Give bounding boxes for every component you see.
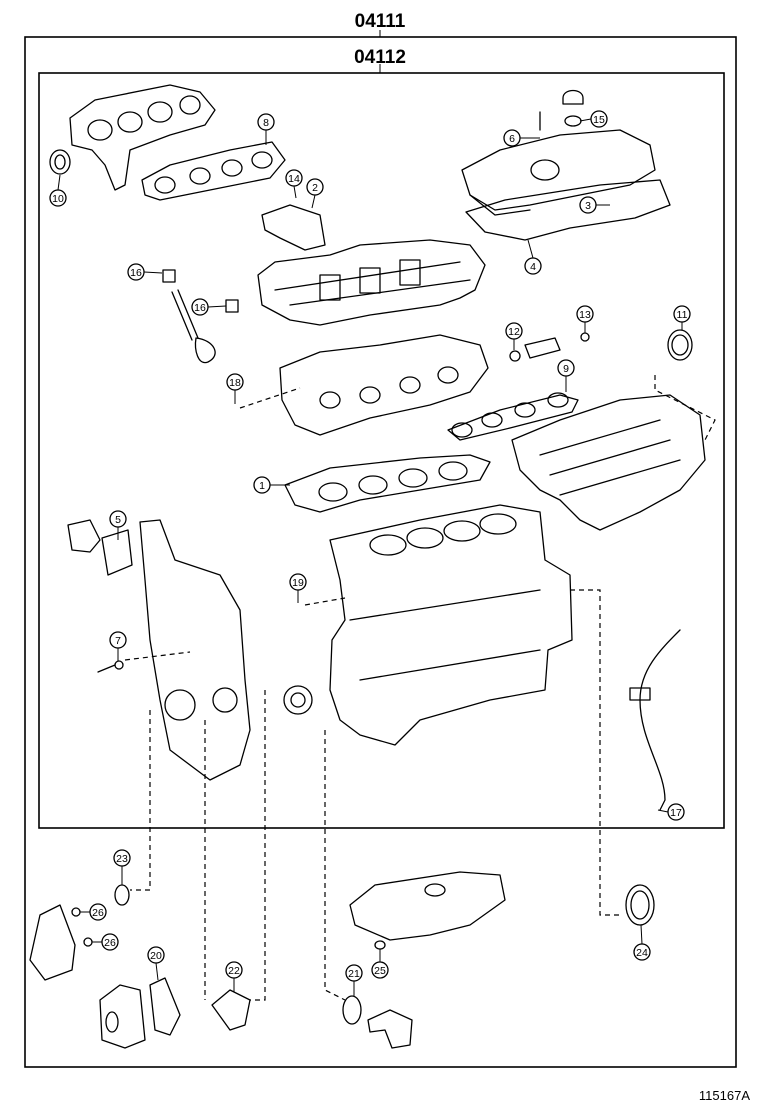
- oil-pan-part: [349, 871, 506, 941]
- crankshaft-seal-housing-part: [283, 685, 313, 715]
- callout-20: 20: [147, 946, 165, 981]
- callout-1: 1: [253, 476, 290, 494]
- callout-2: 2: [306, 178, 324, 209]
- callout-15: 15: [579, 110, 608, 128]
- water-pump-part: [99, 984, 146, 1049]
- callout-5: 5: [109, 510, 127, 540]
- oil-dipstick-guide-part: [629, 629, 681, 811]
- pump-gasket-20-part: [149, 977, 181, 1036]
- vvt-valve-part: [261, 204, 326, 251]
- svg-text:17: 17: [670, 807, 682, 819]
- inner-kit-code: 04112: [354, 47, 406, 68]
- cylinder-block-part: [329, 504, 573, 746]
- callout-26a: 26: [71, 903, 107, 921]
- svg-text:10: 10: [52, 193, 64, 205]
- callout-6: 6: [503, 129, 540, 147]
- svg-text:7: 7: [115, 635, 121, 647]
- intake-gasket-part: [447, 392, 579, 441]
- svg-text:18: 18: [229, 377, 241, 389]
- svg-text:25: 25: [374, 965, 386, 977]
- svg-text:15: 15: [593, 114, 605, 126]
- callout-8: 8: [257, 113, 275, 145]
- valve-cover-gasket-part: [465, 179, 671, 241]
- callout-16a: 16: [127, 263, 163, 281]
- callout-13: 13: [576, 305, 594, 333]
- water-inlet-part: [67, 519, 133, 576]
- seal-21-part: [342, 995, 362, 1025]
- callout-17: 17: [657, 803, 685, 821]
- svg-text:13: 13: [579, 309, 591, 321]
- injector-seal-part: [509, 332, 590, 362]
- svg-text:12: 12: [508, 326, 520, 338]
- callout-19: 19: [289, 573, 307, 603]
- oil-seal-10-part: [49, 149, 71, 175]
- svg-text:8: 8: [263, 117, 269, 129]
- callout-4: 4: [524, 239, 542, 275]
- svg-text:16: 16: [130, 267, 142, 279]
- callout-26b: 26: [83, 933, 119, 951]
- svg-text:11: 11: [677, 309, 688, 321]
- svg-text:26: 26: [104, 937, 116, 949]
- outer-kit-code: 04111: [355, 11, 406, 32]
- callout-12: 12: [505, 322, 523, 350]
- rear-oil-seal-24-part: [625, 884, 655, 926]
- callout-25: 25: [371, 940, 389, 979]
- cylinder-head-part: [279, 334, 489, 436]
- outer-kit-frame: [24, 36, 737, 1068]
- callout-10: 10: [49, 174, 67, 207]
- thermostat-housing-part: [29, 904, 76, 981]
- intake-valve-part: [162, 269, 239, 364]
- callout-24: 24: [633, 924, 651, 961]
- oil-strainer-part: [367, 1009, 413, 1049]
- timing-chain-cover-part: [139, 519, 251, 781]
- callout-7: 7: [109, 631, 127, 661]
- svg-text:26: 26: [92, 907, 104, 919]
- callout-14: 14: [285, 169, 303, 199]
- exhaust-manifold-part: [69, 84, 216, 191]
- callout-21: 21: [345, 964, 363, 996]
- svg-text:6: 6: [509, 133, 515, 145]
- seal-23-part: [114, 884, 130, 906]
- svg-text:22: 22: [228, 965, 240, 977]
- oil-filler-cap-part: [539, 89, 584, 131]
- inner-kit-frame: [38, 72, 725, 829]
- camshaft-housing-part: [257, 239, 486, 326]
- callout-22: 22: [225, 961, 243, 992]
- svg-text:20: 20: [150, 950, 162, 962]
- svg-text:21: 21: [348, 968, 360, 980]
- valve-cover-part: [461, 129, 656, 216]
- gasket-22-part: [211, 989, 251, 1031]
- callout-23: 23: [113, 849, 131, 885]
- callout-3: 3: [579, 196, 610, 214]
- svg-text:2: 2: [312, 182, 318, 194]
- svg-text:19: 19: [292, 577, 304, 589]
- svg-text:24: 24: [636, 947, 648, 959]
- svg-text:16: 16: [194, 302, 206, 314]
- exhaust-manifold-gasket-part: [141, 141, 286, 201]
- callout-16b: 16: [191, 298, 227, 316]
- callout-11: 11: [673, 305, 691, 330]
- figure-id: 115167A: [699, 1088, 750, 1103]
- svg-text:23: 23: [116, 853, 128, 865]
- svg-text:1: 1: [259, 480, 265, 492]
- callout-9: 9: [557, 359, 575, 392]
- svg-text:3: 3: [585, 200, 591, 212]
- bolt-7-part: [97, 660, 124, 673]
- callout-18: 18: [226, 373, 244, 404]
- head-gasket-part: [284, 454, 491, 513]
- svg-text:9: 9: [563, 363, 569, 375]
- intake-manifold-part: [511, 394, 706, 531]
- seal-11-part: [667, 329, 693, 361]
- svg-text:14: 14: [288, 173, 300, 185]
- svg-text:4: 4: [530, 261, 536, 273]
- dashed-leaders: [124, 375, 716, 1001]
- svg-text:5: 5: [115, 514, 121, 526]
